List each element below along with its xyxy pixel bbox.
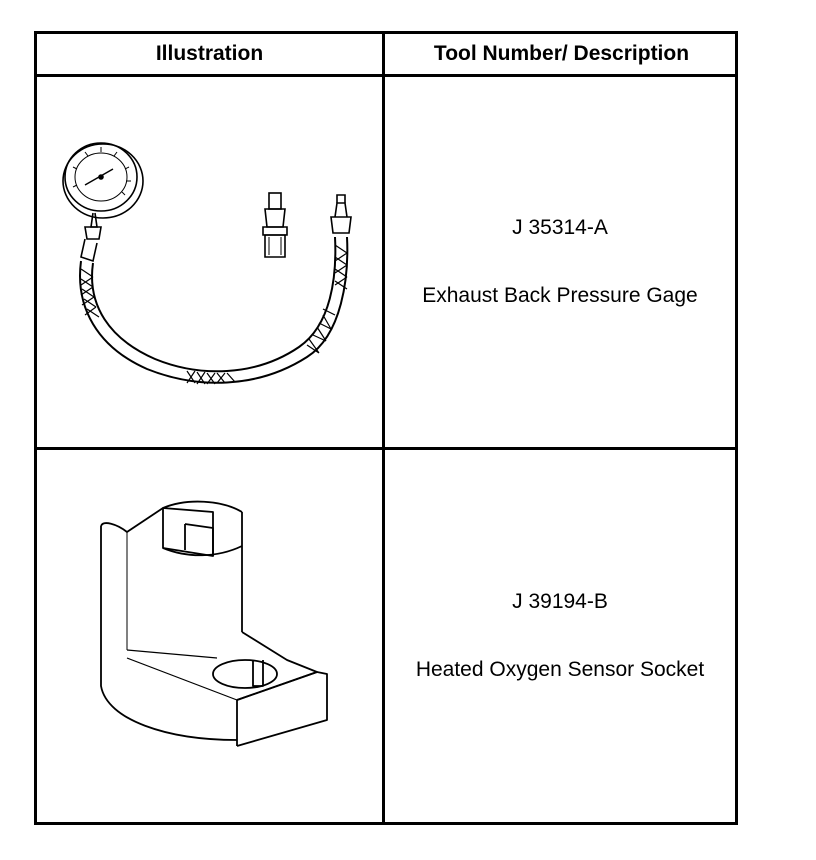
description-cell-2: J 39194-B Heated Oxygen Sensor Socket	[385, 450, 735, 822]
tool-number-1: J 35314-A	[512, 216, 608, 239]
oxygen-sensor-socket-icon	[100, 500, 328, 747]
tool-table: Illustration Tool Number/ Description	[34, 31, 738, 825]
header-illustration: Illustration	[155, 42, 264, 65]
header-tool-description: Tool Number/ Description	[433, 42, 690, 65]
tool-description-1: Exhaust Back Pressure Gage	[422, 284, 698, 307]
row-divider	[37, 447, 735, 450]
description-cell-1: J 35314-A Exhaust Back Pressure Gage	[385, 77, 735, 447]
tool-description-2: Heated Oxygen Sensor Socket	[415, 658, 705, 681]
illustration-cell-2	[37, 450, 382, 822]
pressure-gauge-with-hose-icon	[62, 142, 352, 385]
header-divider	[37, 74, 735, 77]
illustration-cell-1	[37, 77, 382, 447]
tool-number-2: J 39194-B	[512, 590, 608, 613]
column-divider	[382, 34, 385, 822]
